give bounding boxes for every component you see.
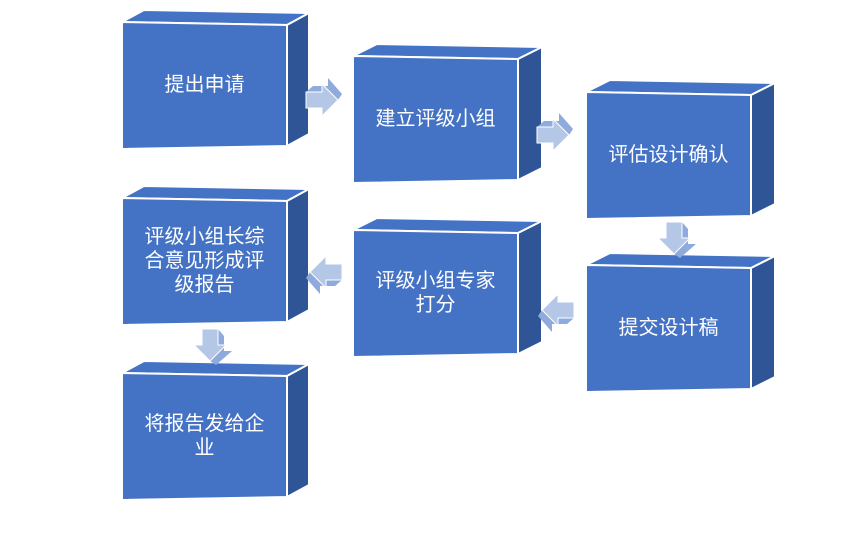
box-side-face [517,219,543,356]
step-label-line: 评级小组专家 [376,268,496,292]
flow-arrow-left-icon [306,254,343,294]
flow-arrow-right-icon [536,113,573,153]
step-label-line: 建立评级小组 [376,106,496,130]
box-front-face [352,228,519,359]
arrow-body [192,328,228,362]
step-label-line: 评级小组长综 [145,224,265,248]
box-side-face [750,81,776,218]
step-box-submit-application: 提出申请 [118,8,313,151]
step-label-line: 提出申请 [165,72,245,96]
flow-arrow-down-icon [192,328,232,365]
step-label-line: 打分 [416,292,456,316]
step-label-line: 级报告 [175,272,235,296]
box-front-face [121,371,288,502]
step-box-form-rating-group: 建立评级小组 [352,42,543,185]
box-side-face [286,11,310,148]
box-front-face [121,20,288,151]
step-label-line: 提交设计稿 [619,315,719,339]
step-box-evaluate-design: 评估设计确认 [585,78,776,221]
flow-arrow-right-icon [305,78,342,118]
box-side-face [517,45,543,182]
step-box-submit-design-draft: 提交设计稿 [585,251,776,394]
box-side-face [286,362,310,499]
flow-arrow-left-icon [538,292,575,332]
box-front-face [585,90,752,221]
arrow-body [656,221,692,255]
box-front-face [585,263,752,394]
arrow-body [309,254,343,290]
flow-arrow-down-icon [656,221,696,258]
step-label-line: 业 [195,435,215,459]
box-front-face [121,196,288,327]
box-front-face [352,54,519,185]
step-label-line: 将报告发给企 [145,411,265,435]
arrow-body [541,292,575,328]
step-label-line: 评估设计确认 [609,142,729,166]
arrow-body [536,117,570,153]
box-side-face [750,254,776,391]
step-label-line: 合意见形成评 [145,248,265,272]
box-side-face [286,187,310,324]
arrow-body [305,82,339,118]
